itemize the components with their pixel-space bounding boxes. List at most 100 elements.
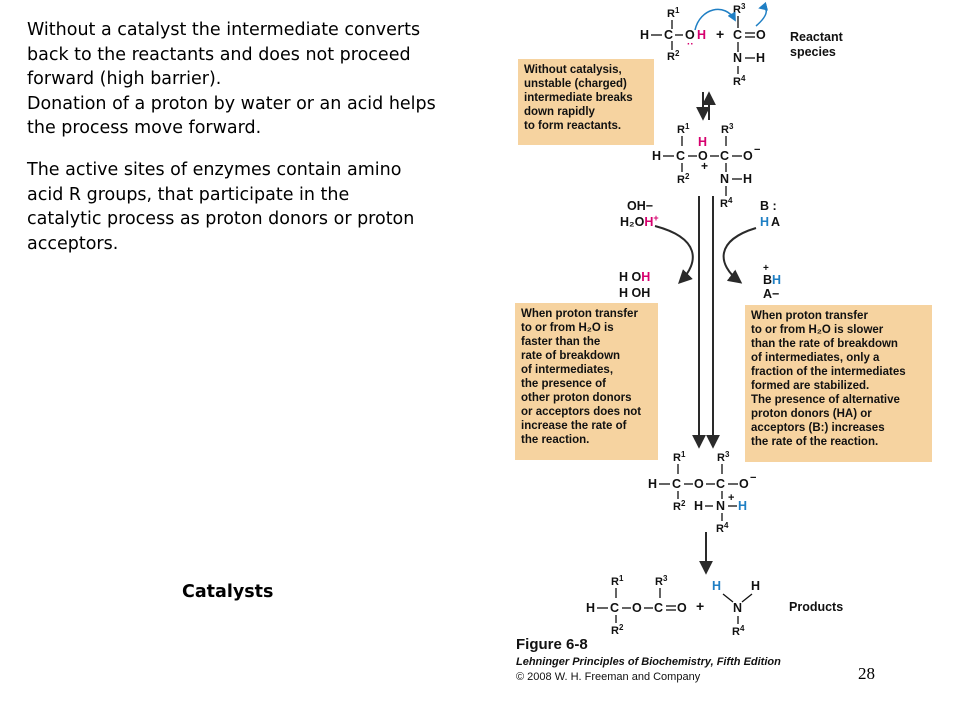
reactant-label-line-1: Reactant (790, 30, 843, 44)
svg-text:H: H (698, 135, 707, 149)
svg-text:O: O (677, 601, 687, 615)
box-line: the reaction. (521, 434, 590, 446)
svg-text:+: + (696, 598, 704, 614)
svg-text:H OH: H OH (619, 270, 650, 284)
products-label: Products (789, 600, 844, 614)
svg-text:R1: R1 (611, 574, 624, 588)
slow-proton-transfer-box: When proton transfer to or from H₂O is s… (745, 305, 932, 462)
box-line: other proton donors (521, 392, 632, 404)
box-line: fraction of the intermediates (751, 366, 906, 378)
box-line: the presence of (521, 378, 606, 390)
svg-text:H OH: H OH (619, 286, 650, 300)
box-line: When proton transfer (521, 308, 638, 320)
page-number: 28 (858, 664, 875, 683)
svg-text:R4: R4 (733, 74, 746, 88)
water-proton-species-left: OH− H₂OH+ H OH H OH (619, 199, 659, 300)
electron-arrow-blue-2 (755, 1, 769, 27)
box-line: to or from H₂O is (521, 322, 614, 334)
box-line: The presence of alternative (751, 394, 900, 406)
svg-text:H: H (586, 601, 595, 615)
svg-text:R3: R3 (721, 122, 734, 136)
svg-text:R1: R1 (673, 450, 686, 464)
svg-text:N: N (716, 499, 725, 513)
fast-proton-transfer-box: When proton transfer to or from H₂O is f… (515, 303, 658, 460)
svg-text:R3: R3 (717, 450, 730, 464)
svg-text:H: H (756, 51, 765, 65)
svg-text:C: C (733, 28, 742, 42)
reactant-carbonyl-structure: R3 C O N H R4 (733, 2, 766, 88)
intro-paragraph: Without a catalyst the intermediate conv… (27, 20, 436, 138)
box-line: the rate of the reaction. (751, 436, 879, 448)
svg-text:O: O (685, 28, 695, 42)
box-line: to or from H₂O is slower (751, 324, 884, 336)
svg-text:R2: R2 (611, 623, 624, 637)
without-catalysis-box: Without catalysis, unstable (charged) in… (518, 59, 654, 145)
svg-text:H: H (738, 499, 747, 513)
svg-text:R2: R2 (667, 49, 680, 63)
svg-text:BH: BH (763, 273, 781, 287)
svg-text:A−: A− (763, 287, 779, 301)
svg-text:H: H (640, 28, 649, 42)
enzymes-text-block: The active sites of enzymes contain amin… (27, 158, 487, 256)
svg-text:R2: R2 (673, 499, 686, 513)
svg-text:H: H (743, 172, 752, 186)
box-line: down rapidly (524, 106, 595, 118)
svg-text:OH−: OH− (627, 199, 653, 213)
svg-text:N: N (720, 172, 729, 186)
svg-text:C: C (720, 149, 729, 163)
curved-arrow-right (722, 227, 757, 284)
reactant-label-line-2: species (790, 45, 836, 59)
box-line: unstable (charged) (524, 78, 627, 90)
box-line: rate of breakdown (521, 350, 621, 362)
svg-text:HA: HA (760, 215, 780, 229)
svg-text:O: O (743, 149, 753, 163)
svg-text:H: H (712, 579, 721, 593)
svg-text:··: ·· (687, 39, 694, 50)
svg-text:R1: R1 (667, 6, 680, 20)
figure-copyright: © 2008 W. H. Freeman and Company (516, 671, 701, 683)
intro-text-block: Without a catalyst the intermediate conv… (27, 18, 487, 141)
svg-text:O: O (632, 601, 642, 615)
svg-text:R3: R3 (655, 574, 668, 588)
svg-text:R3: R3 (733, 2, 746, 16)
box-line: acceptors (B:) increases (751, 422, 885, 434)
svg-text:O: O (739, 477, 749, 491)
product-amine-structure: H H N R4 (712, 579, 760, 638)
box-line: of intermediates, only a (751, 352, 880, 364)
svg-text:R4: R4 (720, 196, 733, 210)
svg-text:+: + (716, 26, 724, 42)
svg-text:C: C (664, 28, 673, 42)
tetrahedral-intermediate-structure: R1 H R3 H C O C O − + R2 N H R4 (652, 122, 760, 210)
curved-arrow-left (654, 225, 694, 284)
svg-text:R4: R4 (732, 624, 745, 638)
svg-text:H: H (652, 149, 661, 163)
box-line: than the rate of breakdown (751, 338, 898, 350)
reactant-alcohol-structure: R1 H C O H ·· R2 (640, 6, 706, 63)
product-ester-structure: R1 R3 H C O C O R2 (586, 574, 687, 637)
svg-text:H: H (751, 579, 760, 593)
svg-text:C: C (716, 477, 725, 491)
enzymes-paragraph: The active sites of enzymes contain amin… (27, 160, 415, 254)
svg-text:+: + (728, 492, 734, 504)
svg-text:−: − (750, 472, 756, 484)
box-line: or acceptors does not (521, 406, 642, 418)
stabilized-intermediate-structure: R1 R3 H C O C O − R2 H N + H R4 (648, 450, 756, 535)
svg-text:R1: R1 (677, 122, 690, 136)
svg-text:+: + (763, 263, 769, 274)
svg-text:O: O (756, 28, 766, 42)
box-line: to form reactants. (524, 120, 622, 132)
svg-text:−: − (754, 144, 760, 156)
box-line: formed are stabilized. (751, 380, 870, 392)
box-line: increase the rate of (521, 420, 627, 432)
svg-text:C: C (654, 601, 663, 615)
svg-text:R2: R2 (677, 172, 690, 186)
electron-arrow-blue (694, 8, 736, 31)
svg-text:C: C (672, 477, 681, 491)
svg-text:C: C (676, 149, 685, 163)
svg-text:N: N (733, 51, 742, 65)
svg-text:R4: R4 (716, 521, 729, 535)
svg-text:+: + (701, 159, 708, 173)
box-line: faster than the (521, 336, 601, 348)
